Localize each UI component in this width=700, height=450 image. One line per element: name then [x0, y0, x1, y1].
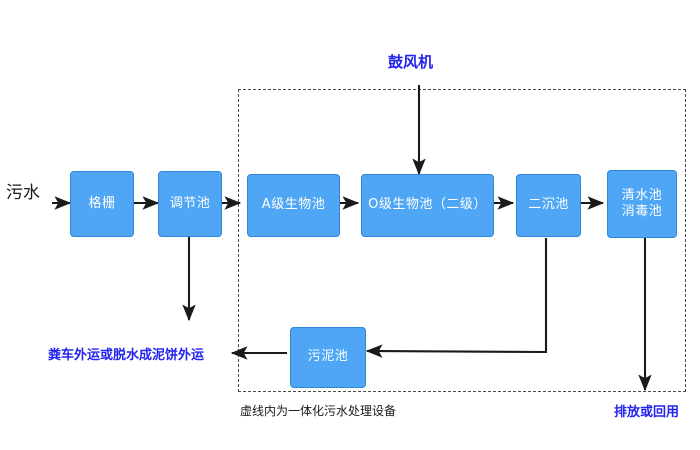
node-equalize[interactable]: 调节池: [158, 171, 222, 237]
node-a-stage-label: A级生物池: [261, 197, 326, 213]
integrated-equipment-zone: [238, 89, 686, 392]
node-sludge-label: 污泥池: [307, 349, 349, 365]
node-clearwater-label: 清水池 消毒池: [621, 187, 663, 219]
node-clarifier[interactable]: 二沉池: [516, 174, 581, 237]
dashed-zone-caption: 虚线内为一体化污水处理设备: [240, 404, 397, 418]
node-clearwater[interactable]: 清水池 消毒池: [607, 170, 677, 238]
inflow-label: 污水: [6, 183, 40, 203]
node-a-stage[interactable]: A级生物池: [247, 174, 340, 237]
node-grid[interactable]: 格栅: [70, 171, 134, 237]
effluent-label: 排放或回用: [614, 405, 680, 420]
sludge-haulaway-label: 粪车外运或脱水成泥饼外运: [48, 348, 205, 363]
node-sludge[interactable]: 污泥池: [290, 327, 366, 388]
node-o-stage-label: O级生物池（二级）: [368, 197, 487, 213]
node-equalize-label: 调节池: [169, 195, 211, 211]
node-grid-label: 格栅: [88, 195, 116, 211]
node-o-stage[interactable]: O级生物池（二级）: [361, 174, 494, 237]
blower-label: 鼓风机: [388, 53, 434, 71]
node-clarifier-label: 二沉池: [528, 197, 569, 213]
